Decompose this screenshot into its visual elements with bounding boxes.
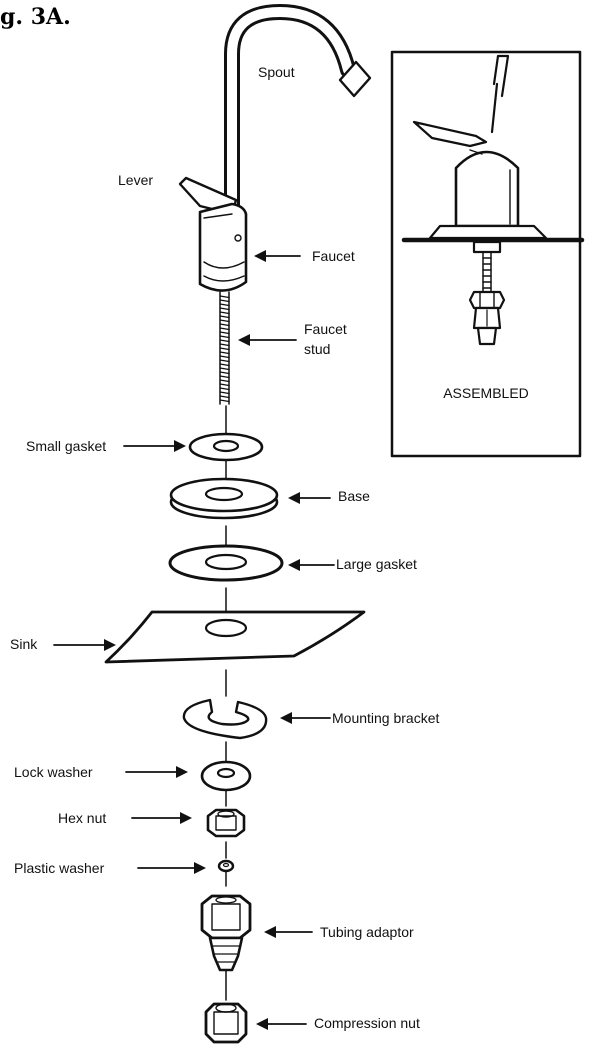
large-gasket-part [168,544,284,582]
faucet-stud-label-line1: Faucet [304,321,347,337]
figure-title: g. 3A. [0,4,71,30]
large-gasket-label: Large gasket [336,556,417,572]
stud-thread [219,375,230,379]
hex-nut-label: Hex nut [58,810,107,826]
stud-thread [219,327,230,331]
stud-thread [219,371,230,375]
stud-thread [219,343,230,347]
small-gasket-part [188,432,264,462]
assembled-inset [390,50,585,458]
leader-arrows [53,250,335,1030]
stud-thread [219,303,230,307]
hex-nut-part [206,808,246,838]
base-label: Base [338,488,370,504]
compression-nut-part [204,1002,248,1044]
compression-nut-label: Compression nut [314,1015,420,1031]
stud-thread [219,367,230,371]
spout-label: Spout [258,64,295,80]
stud-thread [219,307,230,311]
lever-label: Lever [118,172,154,188]
stud-thread [219,399,230,403]
faucet-label: Faucet [312,248,355,264]
assembled-caption: ASSEMBLED [443,385,529,401]
faucet-stud-label-line2: stud [304,341,331,357]
plastic-washer-part [217,859,235,873]
stud-thread [219,355,230,359]
lock-washer-label: Lock washer [14,764,93,780]
spout-part [224,4,372,222]
stud-threads [219,295,230,403]
stud-thread [219,311,230,315]
base-part [169,477,279,520]
stud-thread [219,363,230,367]
plastic-washer-label: Plastic washer [14,860,105,876]
mounting-bracket-part [182,698,268,740]
stud-thread [219,387,230,391]
stud-thread [219,319,230,323]
sink-label: Sink [10,636,38,652]
tubing-adaptor-part [200,894,252,972]
stud-thread [219,379,230,383]
mounting-bracket-label: Mounting bracket [332,710,440,726]
stud-thread [219,383,230,387]
faucet-body-part [198,202,248,292]
small-gasket-label: Small gasket [26,438,107,454]
stud-thread [219,315,230,319]
stud-thread [219,391,230,395]
stud-thread [219,395,230,399]
stud-thread [219,331,230,335]
tubing-adaptor-label: Tubing adaptor [320,924,414,940]
stud-thread [219,335,230,339]
stud-thread [219,299,230,303]
stud-thread [219,339,230,343]
stud-thread [219,351,230,355]
stud-thread [219,347,230,351]
lock-washer-part [200,760,252,792]
stud-thread [219,295,230,299]
sink-part [104,610,366,664]
stud-thread [219,323,230,327]
stud-thread [219,359,230,363]
